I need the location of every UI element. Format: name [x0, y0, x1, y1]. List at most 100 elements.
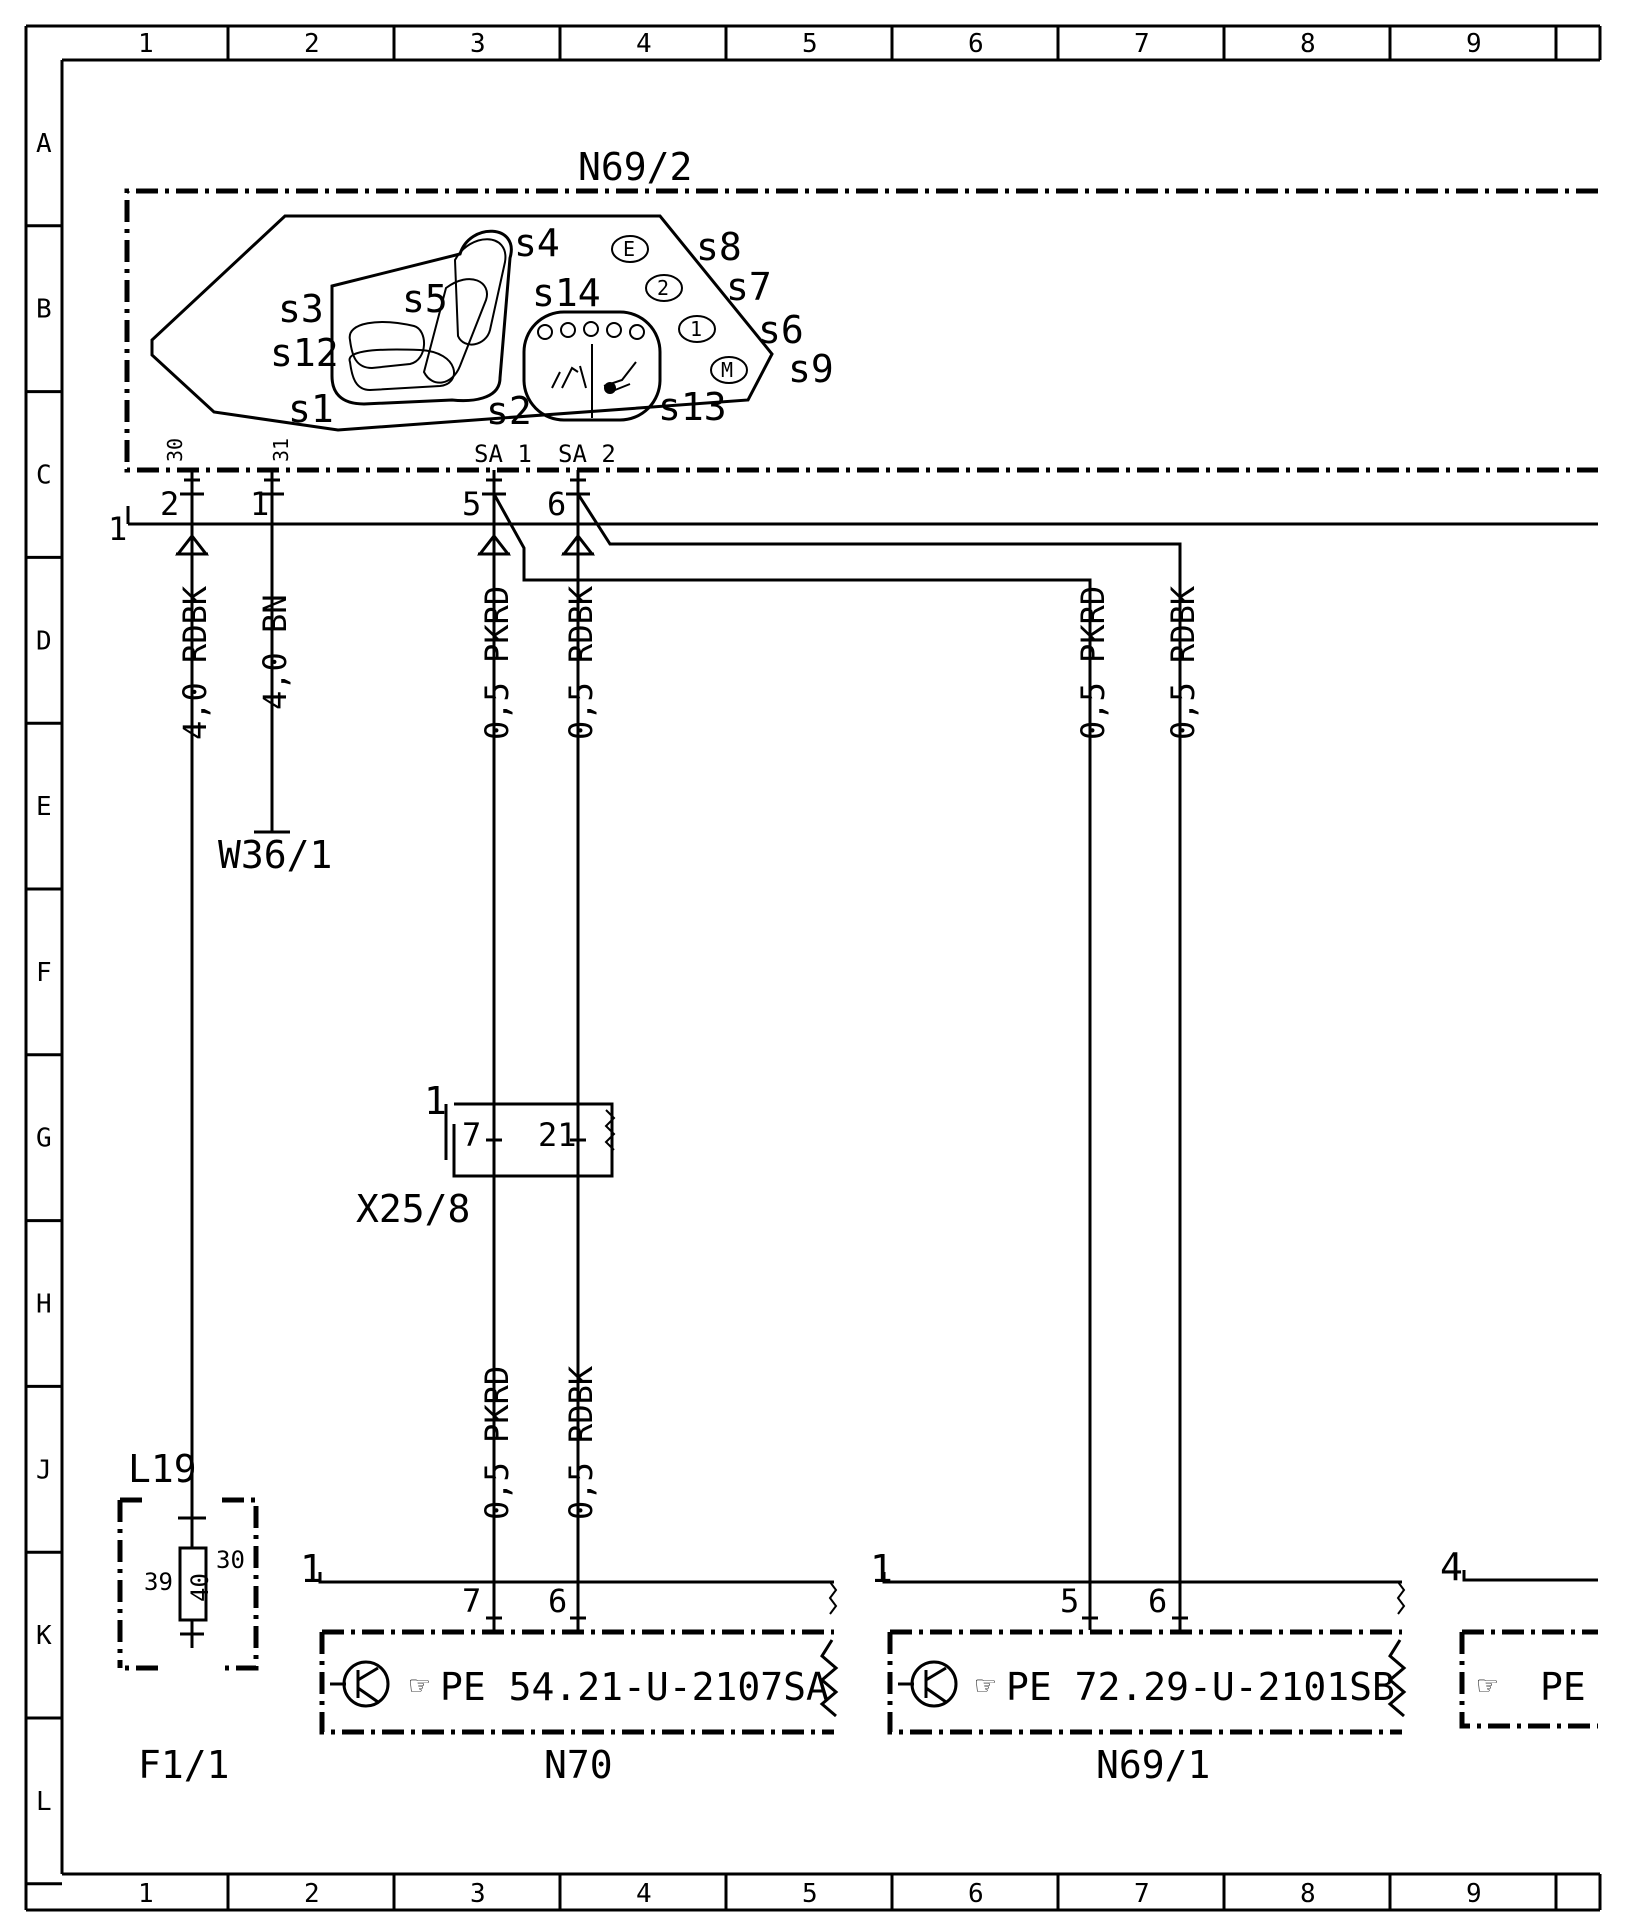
grid-row-label-K: K: [36, 1621, 52, 1651]
switch-label-s1: s1: [288, 387, 334, 431]
switch-label-s7: s7: [726, 265, 772, 309]
n70-pe-ref: PE 54.21-U-2107SA: [440, 1665, 829, 1709]
button-2-icon: 2: [645, 274, 683, 302]
grid-column-label-top-8: 8: [1300, 29, 1316, 59]
module-icon: [910, 1660, 958, 1708]
wire-label-w8: 0,5 RDBK: [1164, 585, 1202, 740]
wire-label-w1: 4,0 RDBK: [176, 585, 214, 740]
pin-number-2: 2: [160, 485, 179, 523]
connector-ref-1: 1: [108, 510, 127, 548]
wiring: [174, 493, 1182, 1612]
wire-label-w6: 0,5 RDBK: [562, 1365, 600, 1520]
n70-pin-6: 6: [548, 1582, 567, 1620]
grid-column-label-top-6: 6: [968, 29, 984, 59]
grid-column-label-bottom-7: 7: [1134, 1879, 1150, 1909]
seat-switch-panel: E 2 1 M s1 s2 s3 s4 s5 s6 s7 s8 s9: [150, 214, 834, 433]
svg-text:1: 1: [690, 317, 702, 341]
pin-number-5: 5: [462, 485, 481, 523]
f1-1-fuse-box: L19 39 30 40 F1/1: [117, 1447, 259, 1787]
grid-column-label-top-9: 9: [1466, 29, 1482, 59]
grid-column-label-top-7: 7: [1134, 29, 1150, 59]
pin-sa1-label: SA 1: [474, 440, 532, 468]
x25-8-label: X25/8: [356, 1187, 470, 1231]
grid-column-label-bottom-1: 1: [138, 1879, 154, 1909]
w36-1-label: W36/1: [218, 833, 332, 877]
grid-column-label-top-1: 1: [138, 29, 154, 59]
n70-label: N70: [544, 1743, 613, 1787]
grid-row-label-L: L: [36, 1787, 52, 1817]
grid-column-label-top-5: 5: [802, 29, 818, 59]
drawing-frame: [24, 24, 1602, 1912]
wire-label-w3: 0,5 PKRD: [478, 586, 516, 740]
grid-column-label-bottom-9: 9: [1466, 1879, 1482, 1909]
switch-label-s8: s8: [696, 225, 742, 269]
fuse-pin-39: 39: [144, 1568, 173, 1596]
hand-pointer-icon: ☞: [410, 1666, 430, 1704]
n69-1-pe-ref: PE 72.29-U-2101SB: [1006, 1665, 1395, 1709]
x25-8-connector: 1 7 21 X25/8: [356, 1079, 616, 1231]
n69-1-module: ☞ PE 72.29-U-2101SB 1 5 6 N69/1: [870, 1547, 1407, 1787]
grid-row-ruler: A B C D E F G H J K L: [26, 129, 62, 1886]
grid-row-label-B: B: [36, 295, 52, 325]
pin-31-label: 31: [269, 438, 293, 462]
switch-label-s5: s5: [402, 277, 448, 321]
grid-row-label-E: E: [36, 792, 52, 822]
switch-label-s4: s4: [514, 221, 560, 265]
n69-1-ref: 1: [870, 1547, 893, 1591]
wire-label-w5: 0,5 PKRD: [478, 1366, 516, 1520]
grid-row-label-A: A: [36, 129, 52, 159]
svg-text:M: M: [721, 358, 733, 382]
n69-1-label: N69/1: [1096, 1743, 1210, 1787]
x25-8-pin-21: 21: [538, 1116, 577, 1154]
stub-pe-ref: PE: [1540, 1665, 1586, 1709]
switch-label-s13: s13: [658, 385, 727, 429]
module-icon: [342, 1660, 390, 1708]
switch-label-s6: s6: [758, 308, 804, 352]
stub-ref-4: 4: [1440, 1545, 1463, 1589]
hand-pointer-icon: ☞: [1478, 1666, 1498, 1704]
grid-column-label-top-4: 4: [636, 29, 652, 59]
n69-1-pin-5: 5: [1060, 1582, 1079, 1620]
fuse-pin-30: 30: [216, 1546, 245, 1574]
f1-1-label: F1/1: [138, 1743, 230, 1787]
n70-ref: 1: [300, 1547, 323, 1591]
grid-column-label-bottom-3: 3: [470, 1879, 486, 1909]
grid-column-label-bottom-8: 8: [1300, 1879, 1316, 1909]
grid-column-label-bottom-4: 4: [636, 1879, 652, 1909]
switch-label-s3: s3: [278, 287, 324, 331]
wire-labels: 4,0 RDBK 4,0 BN 0,5 PKRD 0,5 RDBK 0,5 PK…: [176, 585, 1202, 1520]
grid-row-label-F: F: [36, 958, 52, 988]
button-m-icon: M: [710, 356, 748, 384]
switch-label-s9: s9: [788, 347, 834, 391]
fuse-value-40: 40: [186, 1573, 214, 1602]
pin-number-1: 1: [250, 485, 269, 523]
wire-label-w7: 0,5 PKRD: [1074, 586, 1112, 740]
grid-row-label-C: C: [36, 461, 52, 491]
x25-8-pin-7: 7: [462, 1116, 481, 1154]
n69-1-pin-6: 6: [1148, 1582, 1167, 1620]
grid-column-label-bottom-2: 2: [304, 1879, 320, 1909]
grid-row-label-H: H: [36, 1290, 52, 1320]
grid-row-label-J: J: [36, 1455, 52, 1485]
svg-text:2: 2: [657, 276, 669, 300]
switch-label-s14: s14: [532, 271, 601, 315]
grid-column-label-top-3: 3: [470, 29, 486, 59]
n70-module: ☞ PE 54.21-U-2107SA 1 7 6 N70: [300, 1547, 839, 1787]
grid-row-label-D: D: [36, 626, 52, 656]
grid-column-label-top-2: 2: [304, 29, 320, 59]
right-stub-module: 4 ☞ PE: [1440, 1545, 1598, 1729]
switch-label-s12: s12: [270, 331, 339, 375]
grid-row-label-G: G: [36, 1124, 52, 1154]
pin-number-6: 6: [547, 485, 566, 523]
svg-text:E: E: [623, 237, 635, 261]
pin-sa2-label: SA 2: [558, 440, 616, 468]
n69-2-label: N69/2: [578, 145, 692, 189]
x25-8-ref: 1: [424, 1079, 447, 1123]
grid-column-label-bottom-5: 5: [802, 1879, 818, 1909]
n69-2-module: N69/2 E: [108, 145, 1598, 548]
button-e-icon: E: [611, 235, 649, 263]
wire-label-w4: 0,5 RDBK: [562, 585, 600, 740]
switch-label-s2: s2: [486, 389, 532, 433]
